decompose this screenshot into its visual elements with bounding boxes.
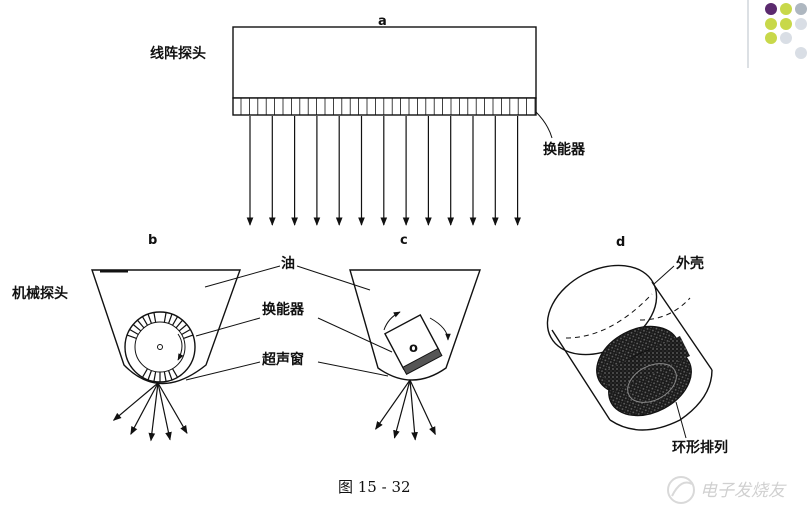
rotor-element [171, 316, 179, 326]
beam-arrows-a [246, 116, 521, 226]
ring-array-inner [627, 363, 677, 403]
probe-housing-c [349, 269, 481, 381]
decor-dot [795, 18, 807, 30]
watermark-text: 电子发烧友 [700, 481, 787, 501]
outer-shell-leader [653, 265, 675, 285]
linear-probe-label: 线阵探头 [150, 45, 206, 62]
rotor-inner-b [134, 321, 186, 373]
beam-arrow [393, 379, 411, 439]
rotor-element [171, 368, 179, 378]
decor-dot [765, 3, 777, 15]
beam-arrow [409, 379, 436, 436]
ring-array-label: 环形排列 [672, 439, 728, 456]
transducer-face-c [402, 347, 443, 376]
ultrasound-window-label: 超声窗 [261, 351, 304, 368]
rotor-center-b [157, 344, 163, 350]
figure-caption: 图 15 - 32 [338, 478, 411, 496]
decor-dot [795, 47, 807, 59]
beam-arrows-c [375, 379, 436, 441]
rotor-element [178, 324, 188, 332]
decor-dot [795, 3, 807, 15]
rotor-element [147, 313, 153, 324]
decor-dot [780, 32, 792, 44]
rotor-element [137, 319, 145, 329]
ring-array-side [602, 336, 690, 392]
rotor-element [153, 312, 157, 323]
mechanical-probe-label: 机械探头 [12, 285, 68, 302]
transducer-label-a: 换能器 [543, 141, 586, 158]
panel-a-linear-probe: a 线阵探头 换能器 [150, 14, 586, 226]
beam-arrow [409, 379, 418, 441]
panel-c-oil-probe: c o [349, 233, 481, 441]
rotor-element [183, 334, 194, 340]
rotor-element [167, 370, 173, 381]
rotor-elements-b [126, 312, 194, 382]
watermark-logo-icon [667, 476, 695, 504]
shell-bottom-arc [609, 369, 713, 431]
decor-dot [765, 32, 777, 44]
decor-dot [780, 18, 792, 30]
rotor-element [141, 368, 149, 378]
rotor-element [147, 370, 153, 381]
transducer-label-bc: 换能器 [262, 301, 305, 318]
panel-d-annular-array: d 外壳 环形排列 [546, 235, 728, 456]
rotor-element [129, 328, 139, 336]
decor-dot [765, 18, 777, 30]
transducer-leader-a [535, 111, 553, 139]
window-leader-b [185, 361, 261, 381]
rotor-element [175, 319, 183, 329]
outer-shell-label: 外壳 [676, 255, 704, 272]
rotation-arrow-c-right [429, 317, 451, 341]
beam-arrow [157, 382, 172, 441]
linear-probe-body [232, 26, 537, 99]
rotor-element [163, 312, 167, 323]
transducer-element-strip [232, 97, 537, 116]
rotor-element [132, 324, 142, 332]
transducer-leader-c [317, 317, 393, 353]
rotor-element [141, 316, 149, 326]
panel-b-mechanical-probe: b 机械探头 [12, 233, 241, 442]
shell-sides [551, 281, 713, 421]
transducer-c [384, 314, 443, 376]
decor-dot [780, 3, 792, 15]
watermark-logo-swoosh [671, 481, 693, 497]
rotation-arrow-b [177, 333, 184, 361]
shell-hidden-edge [565, 293, 691, 339]
shared-callouts: 油 换能器 超声窗 [185, 255, 393, 381]
decor-dot-grid [765, 3, 807, 59]
beam-arrows-b [112, 382, 188, 442]
rotation-arrow-c-left [383, 311, 401, 331]
probe-housing-b [91, 269, 241, 385]
ring-array-leader [675, 401, 687, 439]
oil-leader-b [204, 265, 281, 288]
transducer-elements [240, 98, 536, 115]
window-leader-c [317, 361, 389, 377]
panel-c-label: c [400, 233, 408, 248]
panel-d-label: d [616, 235, 625, 250]
rotor-element [126, 334, 137, 340]
watermark: 电子发烧友 [667, 476, 787, 504]
oil-label: 油 [281, 255, 295, 272]
beam-arrow [112, 382, 159, 421]
panel-a-label: a [378, 14, 387, 29]
transducer-leader-b [195, 317, 261, 337]
panel-b-label: b [148, 233, 157, 248]
rotor-element [163, 371, 167, 382]
rotor-element [153, 371, 157, 382]
beam-arrow [375, 379, 411, 430]
beam-arrow [157, 382, 188, 434]
rotor-element [167, 313, 173, 324]
oil-leader-c [296, 265, 371, 291]
beam-arrow [148, 382, 159, 442]
rotor-element [181, 328, 191, 336]
rotor-center-mark-c: o [409, 341, 418, 356]
beam-arrow [130, 382, 159, 435]
ring-array-d [596, 325, 692, 417]
